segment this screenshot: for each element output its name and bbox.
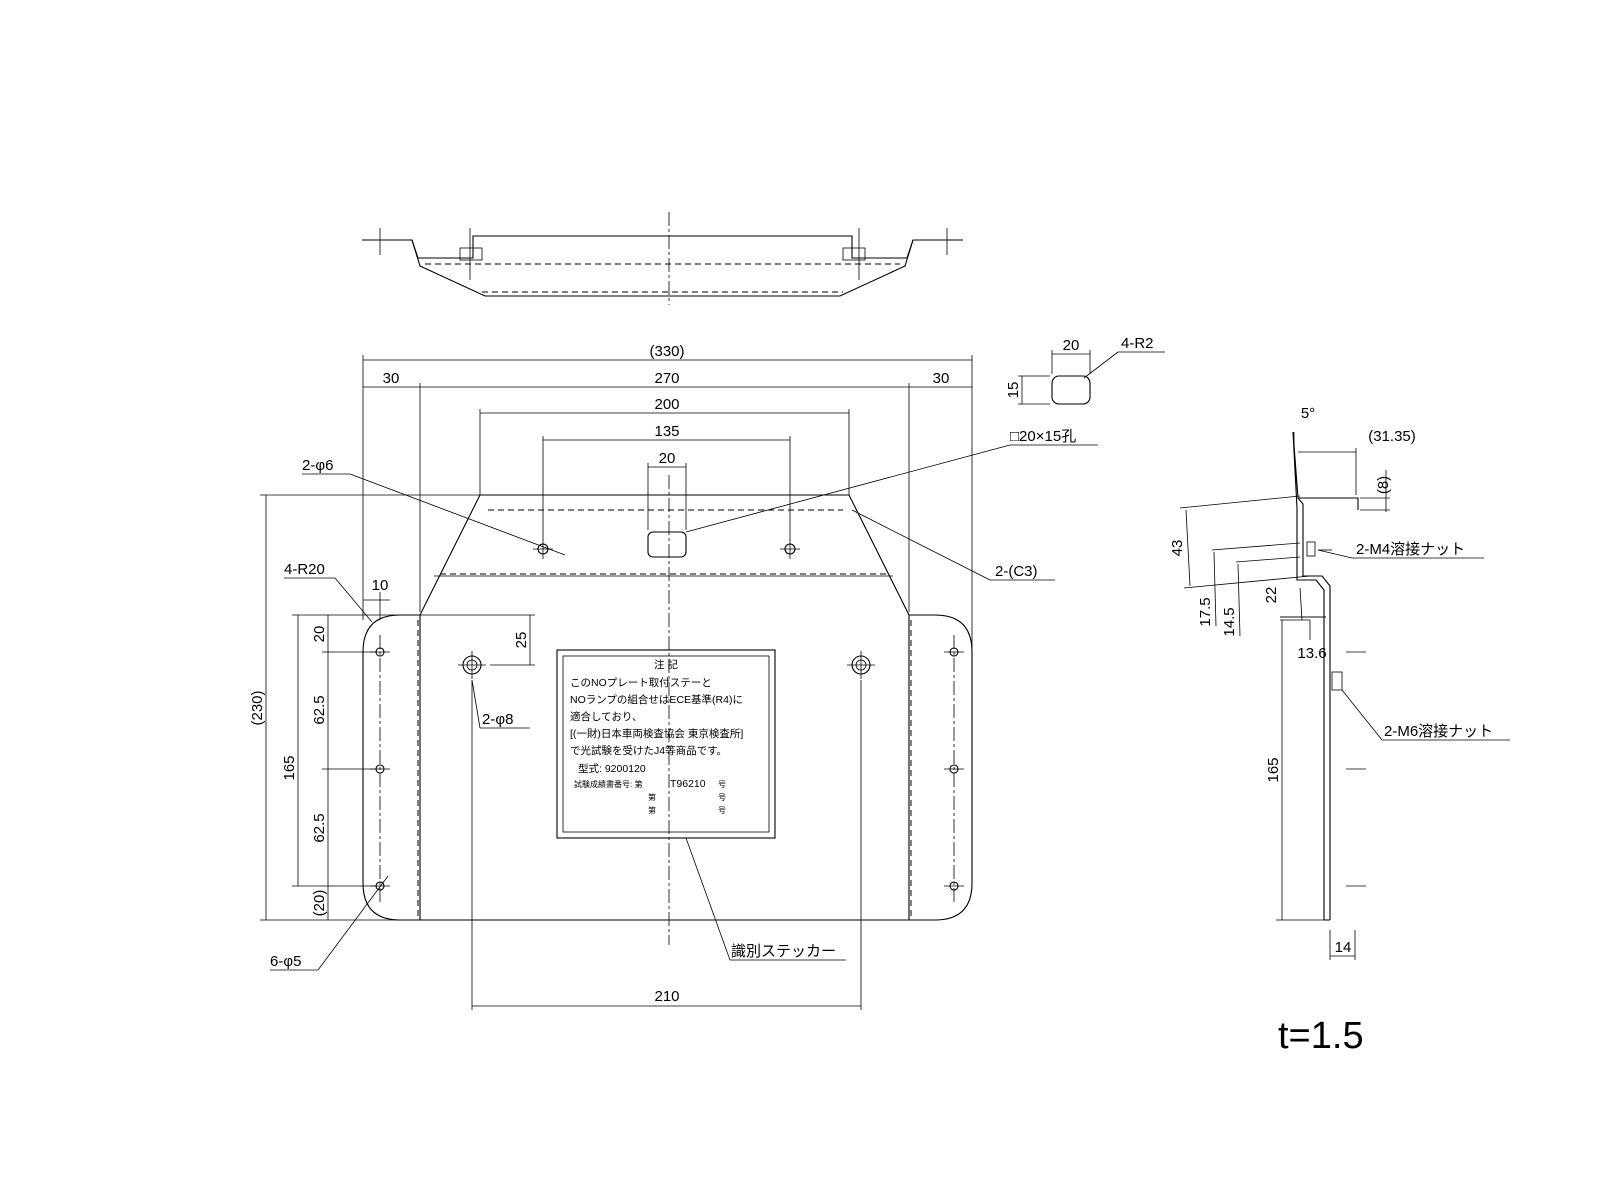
dim-bottom-span: 210 — [654, 988, 679, 1005]
dim-edge-10: 10 — [372, 577, 389, 594]
label-hole-phi8: 2-φ8 — [482, 711, 513, 728]
side-nut-m4: 2-M4溶接ナット — [1356, 541, 1465, 558]
dim-overall-width: (330) — [649, 343, 684, 360]
detail-hole-radius: 4-R2 — [1121, 335, 1154, 352]
dim-overall-height: (230) — [249, 690, 266, 725]
dim-hole-span: 135 — [654, 423, 679, 440]
side-lip: (8) — [1375, 476, 1392, 494]
label-square-hole: □20×15孔 — [1010, 428, 1076, 445]
side-nut-m6: 2-M6溶接ナット — [1384, 723, 1493, 740]
sticker-cert-label: 試験成績書番号: 第 — [574, 779, 642, 789]
dim-pitch-2: 62.5 — [311, 813, 328, 842]
side-height-43: 43 — [1169, 540, 1186, 557]
side-depth: (31.35) — [1368, 428, 1416, 445]
label-hole-phi5: 6-φ5 — [270, 953, 301, 970]
sticker-line-1: このNOプレート取付ステーと — [570, 676, 712, 689]
sticker-cert-no: T96210 — [670, 778, 706, 790]
thickness-note: t=1.5 — [1278, 1015, 1364, 1057]
front-view-dimensions: (330) 30 270 30 200 135 20 210 10 (230) … — [249, 343, 973, 1010]
side-d-22: 22 — [1263, 587, 1280, 604]
dim-top-span: 200 — [654, 396, 679, 413]
front-view — [362, 475, 973, 945]
label-radius-r20: 4-R20 — [284, 561, 325, 578]
side-d-14: 14 — [1335, 939, 1352, 956]
dim-offset-25: 25 — [513, 632, 530, 649]
detail-hole-width: 20 — [1063, 337, 1080, 354]
sticker-line-3: 適合しており、 — [570, 710, 642, 723]
sticker-go-2: 号 — [718, 793, 726, 802]
sticker-heading: 注 記 — [654, 658, 678, 671]
dim-slot-width: 20 — [659, 450, 676, 467]
dim-height-165: 165 — [281, 755, 298, 780]
detail-square-hole: 20 15 4-R2 — [1005, 335, 1165, 405]
sticker-go-3: 号 — [718, 806, 726, 815]
sticker-line-4: [(一財)日本車両検査協会 東京検査所] — [570, 727, 743, 740]
sticker-dai-2: 第 — [648, 792, 656, 802]
label-chamfer: 2-(C3) — [995, 563, 1038, 580]
label-hole-phi6: 2-φ6 — [302, 457, 333, 474]
dim-bottom-offset: (20) — [311, 890, 328, 917]
sticker-dai-3: 第 — [648, 805, 656, 815]
label-sticker: 識別ステッカー — [731, 943, 836, 960]
front-view-labels: 2-φ6 4-R20 2-φ8 6-φ5 2-(C3) □20×15孔 識別ステ… — [270, 428, 1098, 971]
side-height-165: 165 — [1265, 757, 1282, 782]
top-view — [362, 212, 963, 305]
side-view: 5° (31.35) (8) 43 17.5 14.5 22 13.6 165 … — [1169, 405, 1510, 960]
sticker-line-2: NOランプの組合せはECE基準(R4)に — [570, 693, 743, 706]
side-angle: 5° — [1301, 405, 1315, 422]
detail-hole-height: 15 — [1005, 382, 1022, 399]
dim-top-offset: 20 — [311, 626, 328, 643]
dim-middle: 270 — [654, 370, 679, 387]
sticker-line-5: で光試験を受けたJ4等商品です。 — [570, 744, 727, 757]
dim-side-left: 30 — [383, 370, 400, 387]
sticker-go-1: 号 — [718, 780, 726, 789]
dim-side-right: 30 — [933, 370, 950, 387]
sticker-text: 注 記 このNOプレート取付ステーと NOランプの組合せはECE基準(R4)に … — [570, 658, 743, 815]
side-d-13-6: 13.6 — [1297, 645, 1326, 662]
side-d-17-5: 17.5 — [1197, 597, 1214, 626]
side-d-14-5: 14.5 — [1221, 607, 1238, 636]
dim-pitch-1: 62.5 — [311, 695, 328, 724]
sticker-model: 型式: 9200120 — [578, 762, 646, 775]
